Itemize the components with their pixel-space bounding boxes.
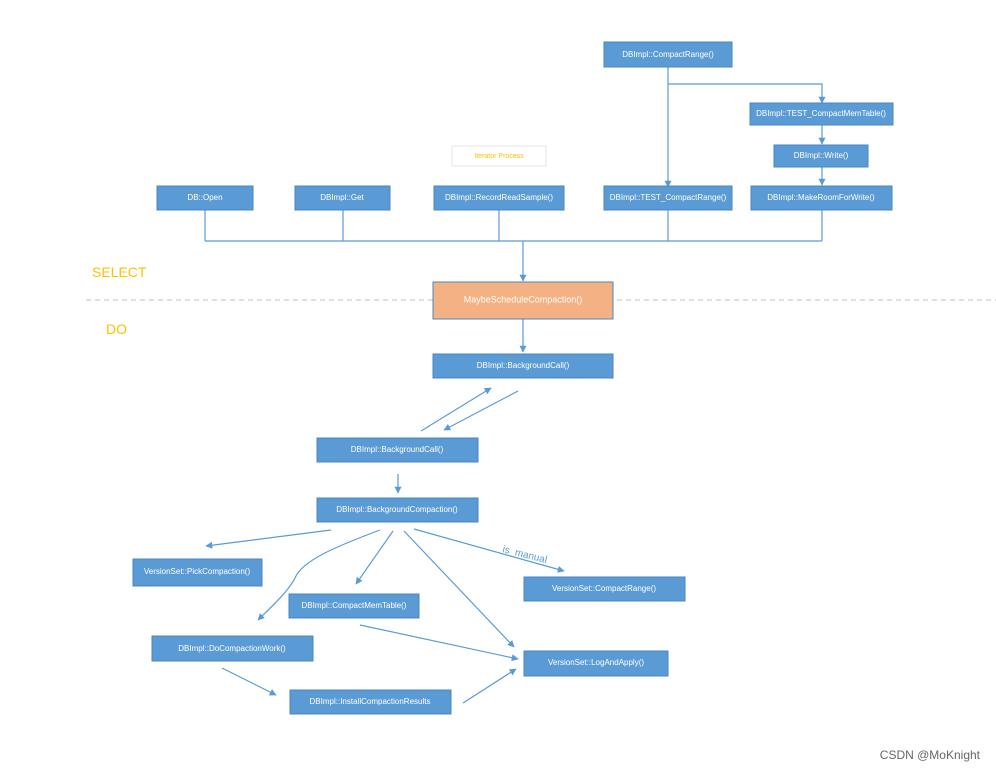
- box-label: DBImpl::CompactRange(): [622, 50, 714, 59]
- connector-to-versionset-compactrange: [413, 528, 565, 573]
- connector-compactrange-to-testmemtable: [668, 83, 826, 104]
- box-maybe-schedule-compaction: MaybeScheduleCompaction(): [432, 281, 614, 320]
- connector-backgroundcall-loop-down: [443, 390, 519, 431]
- connector-to-logandapply: [403, 530, 515, 648]
- box-background-call: DBImpl::BackgroundCall(): [316, 437, 479, 463]
- box-do-compaction-work: DBImpl::DoCompactionWork(): [151, 635, 314, 662]
- box-log-and-apply: VersionSet::LogAndApply(): [523, 650, 669, 677]
- box-dbimpl-get: DBImpl::Get: [294, 185, 391, 211]
- box-label: VersionSet::LogAndApply(): [548, 658, 644, 667]
- box-db-open: DB::Open: [156, 185, 254, 211]
- box-label: DBImpl::BackgroundCall(): [477, 361, 570, 370]
- box-label: DBImpl::BackgroundCompaction(): [336, 505, 458, 514]
- section-label-do: DO: [106, 321, 127, 337]
- watermark: CSDN @MoKnight: [880, 748, 981, 762]
- box-label: DBImpl::TEST_CompactMemTable(): [756, 109, 886, 118]
- box-dbimpl-write: DBImpl::Write(): [773, 144, 869, 168]
- connector-compactmemtable-to-logandapply: [359, 624, 519, 662]
- connector-backgroundcall-loop-up: [420, 387, 492, 432]
- box-install-compaction-results: DBImpl::InstallCompactionResults: [289, 689, 452, 715]
- top-connectors: [204, 67, 826, 282]
- box-label: DBImpl::DoCompactionWork(): [178, 644, 286, 653]
- box-dbimpl-compactrange: DBImpl::CompactRange(): [603, 41, 733, 68]
- box-test-compactrange: DBImpl::TEST_CompactRange(): [603, 185, 733, 211]
- box-background-compaction: DBImpl::BackgroundCompaction(): [316, 497, 479, 523]
- connector-to-pickcompaction: [205, 529, 332, 549]
- box-test-compactmemtable: DBImpl::TEST_CompactMemTable(): [749, 102, 894, 126]
- box-make-room-for-write: DBImpl::MakeRoomForWrite(): [750, 185, 893, 211]
- connector-to-compactmemtable: [355, 530, 394, 585]
- iterator-process-note: Iterator Process: [451, 145, 547, 167]
- box-label: DBImpl::BackgroundCall(): [351, 445, 444, 454]
- box-background-call-top: DBImpl::BackgroundCall(): [432, 353, 614, 379]
- box-versionset-compactrange: VersionSet::CompactRange(): [523, 576, 686, 602]
- box-label: DBImpl::RecordReadSample(): [445, 193, 553, 202]
- connector-install-to-logandapply: [462, 668, 517, 704]
- box-label: DB::Open: [187, 193, 222, 202]
- box-label: DBImpl::CompactMemTable(): [302, 601, 407, 610]
- is-manual-label: is_manual: [501, 544, 548, 566]
- box-label: MaybeScheduleCompaction(): [464, 294, 583, 304]
- section-label-select: SELECT: [92, 264, 147, 280]
- connector-docompactionwork-to-install: [221, 667, 277, 696]
- box-label: DBImpl::MakeRoomForWrite(): [767, 193, 875, 202]
- box-label: VersionSet::PickCompaction(): [144, 567, 251, 576]
- box-label: DBImpl::TEST_CompactRange(): [610, 193, 727, 202]
- bottom-connectors: [205, 319, 565, 704]
- connector-to-docompactionwork: [257, 529, 381, 621]
- box-label: DBImpl::Get: [320, 193, 364, 202]
- box-label: DBImpl::InstallCompactionResults: [310, 697, 431, 706]
- box-label: VersionSet::CompactRange(): [552, 584, 656, 593]
- iterator-process-label: Iterator Process: [474, 153, 524, 160]
- box-pick-compaction: VersionSet::PickCompaction(): [132, 558, 263, 587]
- box-compact-memtable: DBImpl::CompactMemTable(): [288, 593, 420, 619]
- box-record-read-sample: DBImpl::RecordReadSample(): [433, 185, 565, 211]
- box-label: DBImpl::Write(): [794, 151, 849, 160]
